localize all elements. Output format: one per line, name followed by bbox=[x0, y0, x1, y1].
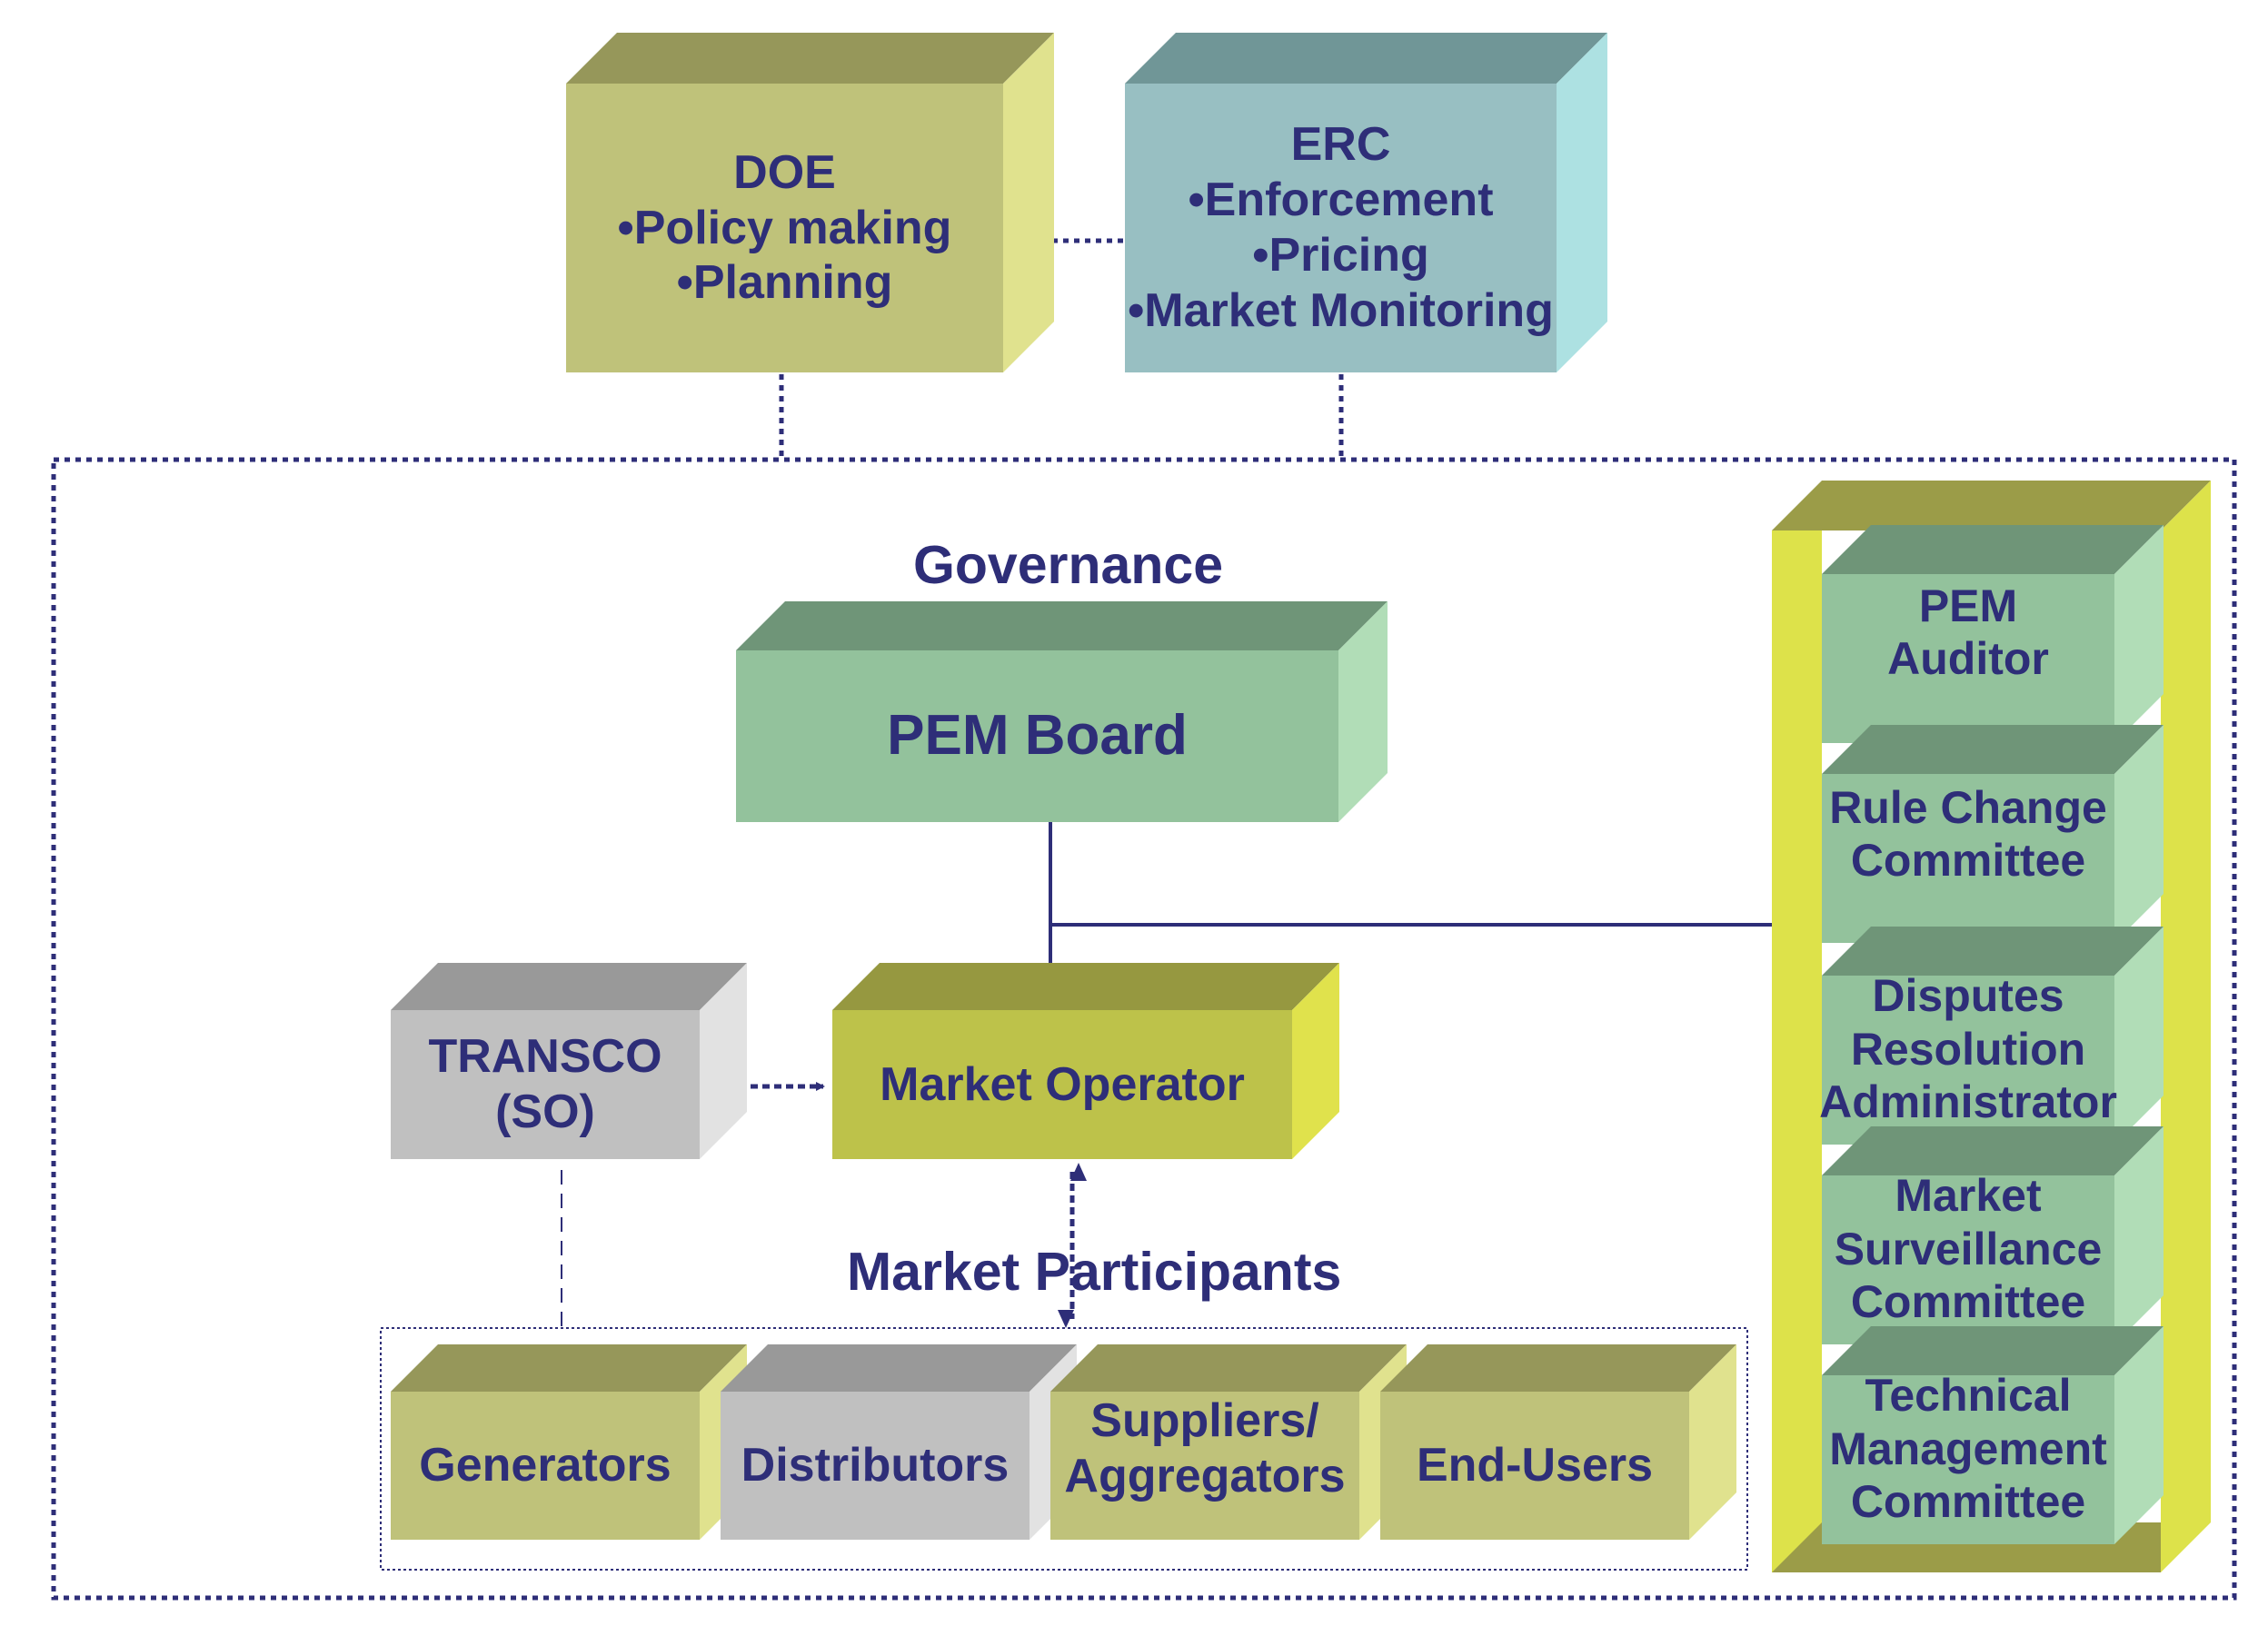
committee-pem-auditor: PEM Auditor bbox=[1822, 525, 2164, 743]
committee-pem-auditor-line1: PEM bbox=[1918, 580, 2018, 631]
committee-technical-management: Technical Management Committee bbox=[1822, 1326, 2164, 1544]
committee-market-surveillance-shape bbox=[1822, 1126, 2164, 1344]
doe-item-policy: •Policy making bbox=[617, 201, 952, 254]
committee-rule-change-line2: Committee bbox=[1850, 835, 2086, 886]
committee-disputes-line1: Disputes bbox=[1872, 970, 2064, 1022]
committee-pem-auditor-shape bbox=[1822, 525, 2164, 743]
market-operator-label: Market Operator bbox=[880, 1057, 1245, 1111]
committee-rule-change-line1: Rule Change bbox=[1829, 781, 2107, 833]
committees-rack bbox=[1772, 481, 2211, 1572]
rack-frame-shape bbox=[1772, 481, 2211, 1572]
committee-technical-management-line3: Committee bbox=[1850, 1476, 2086, 1528]
participant-suppliers-line1: Suppliers/ bbox=[1090, 1393, 1319, 1447]
committee-market-surveillance: Market Surveillance Committee bbox=[1822, 1126, 2164, 1344]
erc-item-pricing: •Pricing bbox=[1252, 229, 1429, 282]
outer-dotted-frame bbox=[51, 457, 2237, 1601]
doe-box-shape bbox=[566, 33, 1054, 372]
participant-distributors-label: Distributors bbox=[741, 1439, 1010, 1492]
governance-heading: Governance bbox=[913, 535, 1224, 595]
participant-end-users: End-Users bbox=[1380, 1344, 1736, 1540]
erc-item-enforcement: •Enforcement bbox=[1188, 174, 1494, 227]
doe-box: DOE •Policy making •Planning bbox=[566, 33, 1054, 372]
committee-market-surveillance-line3: Committee bbox=[1850, 1276, 2086, 1328]
committee-pem-auditor-line2: Auditor bbox=[1887, 633, 2049, 684]
participant-end-users-shape bbox=[1380, 1344, 1736, 1540]
committee-rule-change: Rule Change Committee bbox=[1822, 725, 2164, 943]
participant-suppliers-shape bbox=[1050, 1344, 1407, 1540]
erc-box-shape bbox=[1125, 33, 1607, 372]
market-operator-box: Market Operator bbox=[832, 963, 1339, 1159]
transco-box: TRANSCO (SO) bbox=[391, 963, 747, 1159]
doe-item-planning: •Planning bbox=[676, 256, 893, 310]
committee-technical-management-line2: Management bbox=[1829, 1423, 2107, 1474]
transco-role: (SO) bbox=[495, 1086, 595, 1138]
committee-disputes-line3: Administrator bbox=[1819, 1076, 2117, 1128]
committee-market-surveillance-line1: Market bbox=[1895, 1170, 2042, 1222]
participant-distributors: Distributors bbox=[721, 1344, 1077, 1540]
erc-item-market-monitoring: •Market Monitoring bbox=[1128, 283, 1554, 337]
transco-name: TRANSCO bbox=[428, 1030, 662, 1084]
committee-disputes-line2: Resolution bbox=[1850, 1023, 2086, 1075]
committee-rule-change-shape bbox=[1822, 725, 2164, 943]
participants-dotted-frame bbox=[380, 1327, 1748, 1571]
participant-suppliers-line2: Aggregators bbox=[1064, 1449, 1346, 1502]
pem-board-box-shape bbox=[736, 601, 1388, 822]
committee-market-surveillance-line2: Surveillance bbox=[1834, 1223, 2103, 1274]
transco-box-shape bbox=[391, 963, 747, 1159]
doe-title: DOE bbox=[733, 145, 836, 199]
participant-generators-label: Generators bbox=[419, 1439, 671, 1492]
committee-technical-management-line1: Technical bbox=[1865, 1370, 2072, 1422]
committee-technical-management-shape bbox=[1822, 1326, 2164, 1544]
market-participants-heading: Market Participants bbox=[847, 1242, 1342, 1302]
participant-suppliers: Suppliers/ Aggregators bbox=[1050, 1344, 1407, 1540]
pem-board-box: PEM Board bbox=[736, 601, 1388, 822]
market-operator-box-shape bbox=[832, 963, 1339, 1159]
erc-title: ERC bbox=[1290, 118, 1391, 172]
pem-board-label: PEM Board bbox=[887, 704, 1188, 768]
participant-end-users-label: End-Users bbox=[1416, 1439, 1654, 1492]
participant-distributors-shape bbox=[721, 1344, 1077, 1540]
committee-disputes-shape bbox=[1822, 927, 2164, 1145]
erc-box: ERC •Enforcement •Pricing •Market Monito… bbox=[1125, 33, 1607, 372]
participant-generators: Generators bbox=[391, 1344, 747, 1540]
committee-disputes: Disputes Resolution Administrator bbox=[1819, 927, 2164, 1145]
